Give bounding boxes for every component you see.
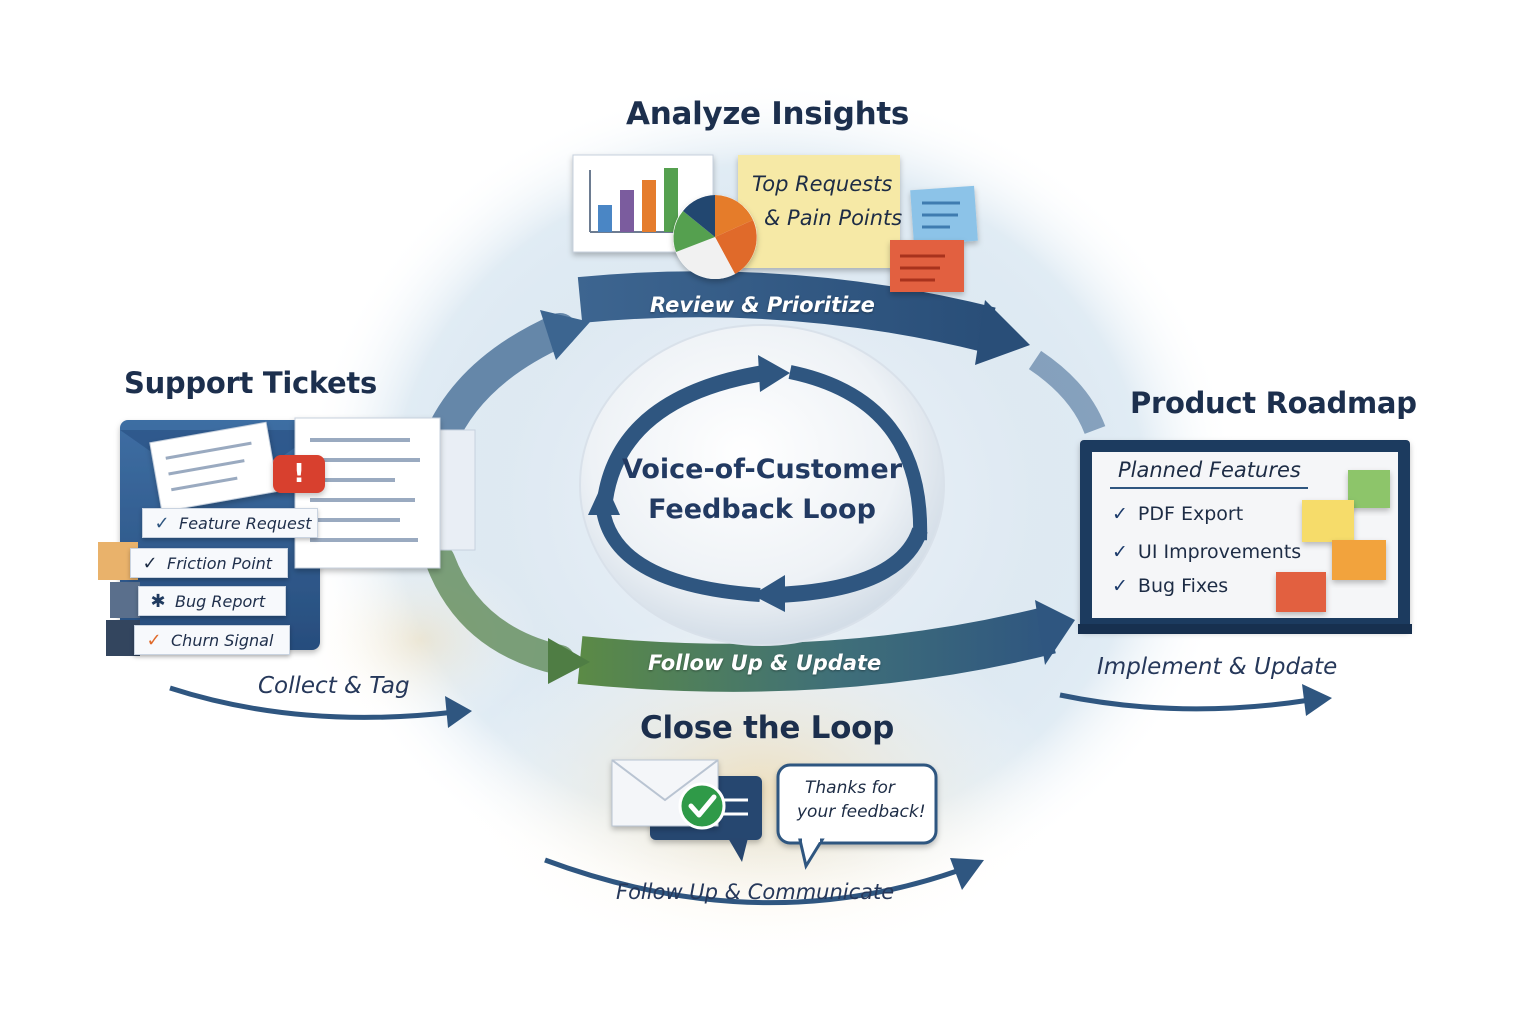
right-descending-arc [1028,350,1106,435]
follow-up-update-arrow [577,606,1056,692]
tag-label: Friction Point [167,553,273,573]
inner-arrow-bottom [774,527,928,603]
collect-tag-arrowhead [445,696,472,728]
bar-3 [642,180,656,232]
planned-features-heading: Planned Features [1118,458,1301,482]
tag-churn-signal: ✓ Churn Signal [134,625,290,655]
feature-label: PDF Export [1137,503,1244,525]
speech-bubble [776,763,938,845]
bubble-line-2: your feedback! [797,802,926,822]
bug-icon: ✱ [150,590,166,612]
feature-label: UI Improvements [1137,541,1302,563]
inner-arrow-top [597,364,772,502]
check-icon: ✓ [1112,575,1128,597]
tag-bug-report: ✱ Bug Report [138,586,286,616]
product-roadmap-title: Product Roadmap [1130,386,1417,420]
check-icon: ✓ [142,552,158,574]
bar-2 [620,190,634,232]
inner-arrow-right [788,365,928,541]
feature-row: ✓ Bug Fixes [1112,575,1228,597]
follow-up-update-arrowhead [1035,600,1075,665]
center-title: Voice-of-Customer Feedback Loop [612,450,912,530]
feature-row: ✓ PDF Export [1112,503,1243,525]
follow-up-communicate-label: Follow Up & Communicate [616,880,895,904]
tag-label: Churn Signal [171,630,274,650]
blue-note-lines [922,201,960,229]
sticky-note-red [890,240,964,292]
tag-friction-point: ✓ Friction Point [130,548,288,578]
tag-label: Bug Report [175,591,266,611]
front-paper-lines [165,441,252,492]
tag-label: Feature Request [179,513,312,533]
check-icon: ✓ [146,629,162,651]
tag-feature-request: ✓ Feature Request [142,508,318,538]
lower-left-arc [425,545,575,675]
red-note-lines [900,254,945,282]
upper-left-arrowhead [540,310,590,360]
review-prioritize-arrow [577,271,996,353]
roadmap-board-ledge [1078,624,1412,634]
check-icon: ✓ [154,512,170,534]
inner-arrowhead-top [758,355,790,392]
upper-left-arc [423,313,577,457]
implement-update-arrow [1059,692,1311,712]
feature-row: ✓ UI Improvements [1112,541,1301,563]
check-icon: ✓ [1112,541,1128,563]
tag-tab-bug [110,582,140,618]
inner-arrow-left [596,508,761,602]
review-prioritize-label: Review & Prioritize [650,293,875,317]
support-tickets-title: Support Tickets [124,366,377,400]
sticky-note-yellow [738,155,900,268]
implement-update-label: Implement & Update [1097,654,1338,680]
inner-arrowhead-bottom [752,575,785,612]
pie-chart [673,195,757,279]
bubble-line-1: Thanks for [805,778,895,798]
close-the-loop-title: Close the Loop [640,710,894,746]
analyze-insights-title: Analyze Insights [626,96,910,132]
alert-icon: ! [293,459,305,489]
analyze-insights-illustration [572,154,978,292]
roadmap-note-green [1348,470,1390,508]
feature-label: Bug Fixes [1137,575,1229,597]
bar-4 [664,168,678,232]
close-loop-illustration [611,759,938,870]
inner-arrowhead-left [588,480,620,515]
follow-up-update-label: Follow Up & Update [648,651,882,675]
check-badge [678,782,726,830]
product-roadmap-illustration [1078,440,1412,634]
lower-left-arrowhead [548,638,590,684]
review-prioritize-arrowhead [975,300,1030,365]
roadmap-note-red [1276,572,1326,612]
bar-1 [598,205,612,232]
ticket-paper-main [294,417,441,569]
follow-up-communicate-arrowhead [950,858,984,890]
alert-badge [273,455,325,493]
roadmap-note-orange [1332,540,1386,580]
note-line-2: & Pain Points [764,206,903,230]
collect-tag-arrow [169,685,456,720]
center-title-line1: Voice-of-Customer [621,454,903,485]
roadmap-note-yellow [1302,500,1354,542]
follow-up-communicate-arrow [544,857,961,906]
implement-update-arrowhead [1302,684,1332,716]
check-icon: ✓ [1112,503,1128,525]
collect-tag-label: Collect & Tag [258,673,410,699]
warm-glow-left [300,550,540,730]
note-line-1: Top Requests [752,172,893,196]
center-title-line2: Feedback Loop [648,494,876,525]
